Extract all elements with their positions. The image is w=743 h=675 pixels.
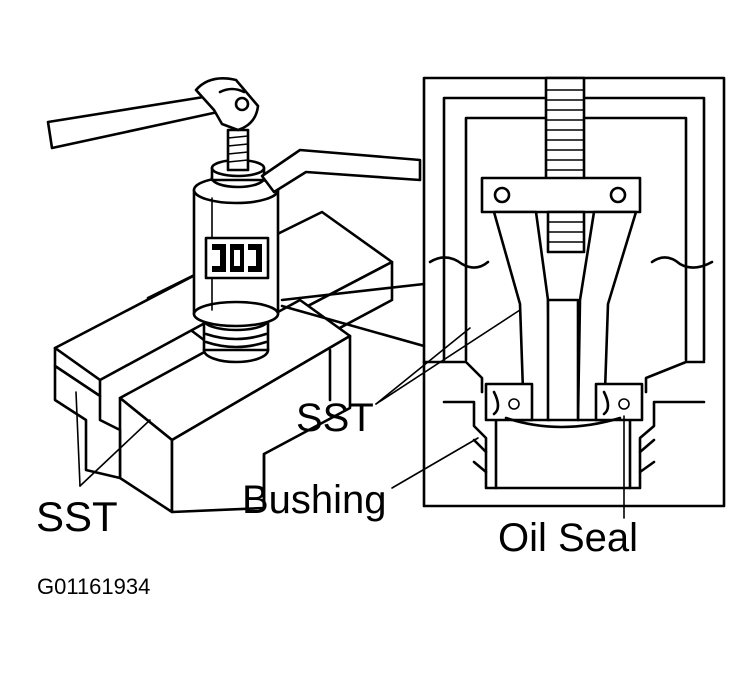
bushing-label: Bushing: [242, 478, 387, 522]
handle-bar: [260, 148, 422, 194]
puller-tool-body: [192, 128, 280, 364]
sst-label-detail: SST: [296, 396, 374, 440]
figure-id: G01161934: [37, 574, 151, 599]
detail-callout-lines: [280, 282, 426, 348]
adjustable-wrench: [46, 77, 260, 150]
oil-seal-label: Oil Seal: [498, 516, 639, 560]
cross-section-detail: [422, 76, 726, 508]
leader-lines: [75, 309, 625, 519]
sst-label-left: SST: [36, 493, 118, 540]
